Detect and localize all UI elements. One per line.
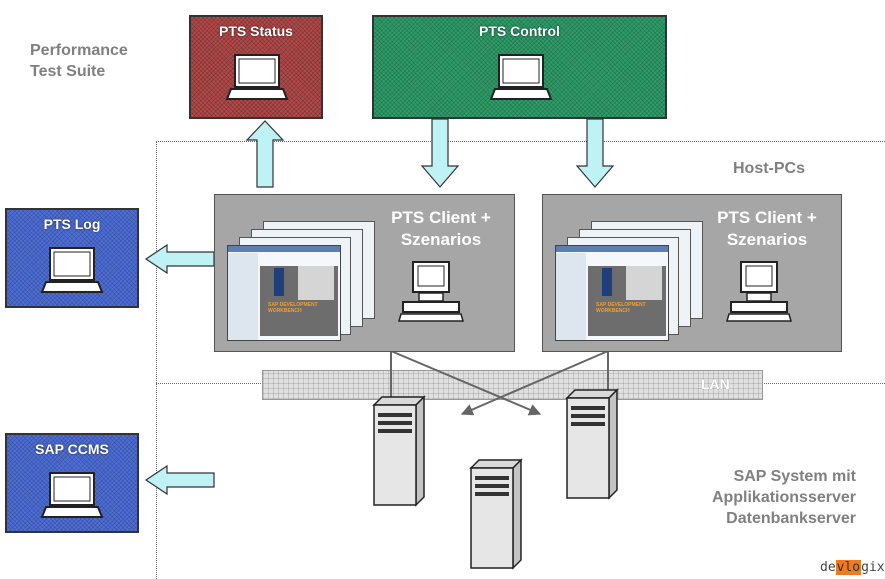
server-tower-icon[interactable] — [463, 458, 523, 570]
sap-system-line3: Datenbankserver — [726, 510, 856, 527]
server-tower-icon[interactable] — [366, 395, 426, 507]
screenshot-caption: SAP DEVELOPMENT WORKBENCH — [268, 302, 318, 314]
pts-client-right-line2: Szenarios — [726, 230, 808, 249]
host-area-top-border — [156, 141, 885, 142]
connection-line — [460, 350, 609, 416]
suite-label-line1: Performance — [30, 42, 128, 59]
screenshot-caption: SAP DEVELOPMENT WORKBENCH — [596, 302, 646, 314]
block-arrow-icon — [144, 464, 215, 496]
logo-prefix: de — [820, 560, 836, 575]
logo-highlight: vlo — [835, 560, 862, 575]
sap-system-line2: Applikationsserver — [711, 489, 856, 506]
laptop-icon — [40, 472, 104, 518]
pts-client-right-title: PTS Client + Szenarios — [697, 207, 837, 251]
sap-ccms-box[interactable]: SAP CCMS — [5, 433, 139, 533]
sap-screenshot: SAP DEVELOPMENT WORKBENCH — [555, 245, 669, 341]
sap-system-label: SAP System mit Applikationsserver Datenb… — [660, 466, 856, 529]
screenshot-stack: SAP DEVELOPMENT WORKBENCH — [555, 221, 705, 341]
suite-label-line2: Test Suite — [30, 63, 106, 80]
pts-client-right[interactable]: PTS Client + Szenarios SAP DEVELOPMENT W… — [542, 194, 842, 352]
pts-client-right-line1: PTS Client + — [717, 208, 817, 227]
pts-client-left-line1: PTS Client + — [391, 208, 491, 227]
desktop-pc-icon — [726, 261, 792, 322]
lan-bar: LAN — [262, 370, 763, 400]
pts-control-box[interactable]: PTS Control — [372, 15, 667, 119]
desktop-pc-icon — [398, 261, 464, 322]
logo-suffix: gix — [861, 560, 885, 575]
pts-status-title: PTS Status — [219, 23, 293, 39]
sap-screenshot: SAP DEVELOPMENT WORKBENCH — [227, 245, 341, 341]
pts-status-box[interactable]: PTS Status — [189, 15, 323, 119]
server-tower-icon[interactable] — [559, 388, 619, 500]
laptop-icon — [489, 54, 553, 100]
connection-line — [390, 350, 542, 416]
block-arrow-icon — [420, 118, 460, 188]
pts-log-box[interactable]: PTS Log — [5, 208, 139, 308]
laptop-icon — [40, 247, 104, 293]
pts-client-left[interactable]: PTS Client + Szenarios SAP DEVELOPMENT W… — [214, 194, 515, 352]
pts-log-title: PTS Log — [43, 216, 101, 232]
pts-client-left-line2: Szenarios — [400, 230, 482, 249]
screenshot-stack: SAP DEVELOPMENT WORKBENCH — [227, 221, 377, 341]
host-pcs-label: Host-PCs — [733, 160, 806, 177]
sap-ccms-title: SAP CCMS — [35, 441, 109, 457]
block-arrow-icon — [575, 118, 615, 188]
devlogix-logo: devlogix — [820, 560, 885, 575]
lan-label: LAN — [701, 376, 730, 392]
suite-label: Performance Test Suite — [30, 40, 128, 82]
sap-system-line1: SAP System mit — [733, 468, 856, 485]
pts-control-title: PTS Control — [479, 23, 560, 39]
laptop-icon — [225, 54, 289, 100]
host-area-left-border — [156, 141, 157, 579]
block-arrow-icon — [245, 120, 285, 188]
pts-client-left-title: PTS Client + Szenarios — [371, 207, 511, 251]
